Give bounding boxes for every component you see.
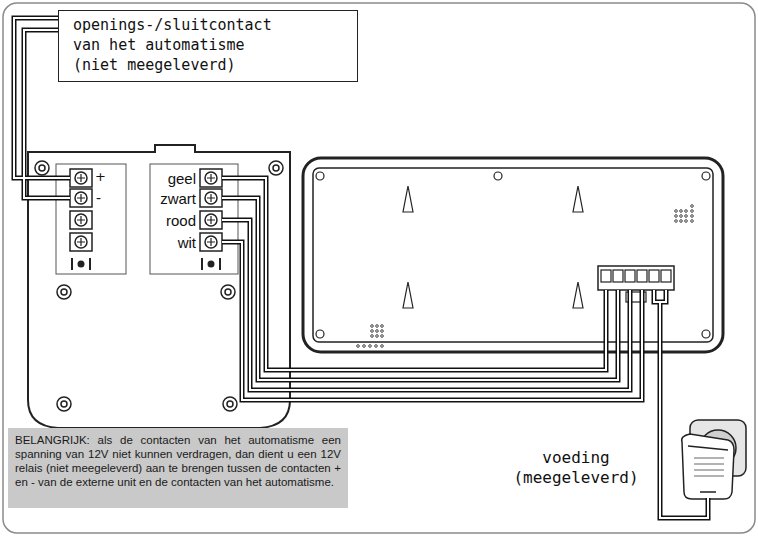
grille-dot <box>376 330 379 333</box>
terminal-sign: + <box>95 168 109 185</box>
grille-dot <box>381 335 384 338</box>
grille-dot <box>357 345 360 348</box>
wire-outline <box>14 18 708 518</box>
wire-color: rood <box>146 211 196 230</box>
grille-dot <box>371 335 374 338</box>
grille-dot <box>685 215 688 218</box>
grille-dot <box>375 345 378 348</box>
warning-note-text: BELANGRIJK: als de contacten van het aut… <box>15 433 341 489</box>
grille-dot <box>685 210 688 213</box>
grille-dot <box>675 220 678 223</box>
grille-dot <box>691 210 694 213</box>
contact-box: openings-/sluitcontact van het automatis… <box>58 10 358 82</box>
grille-dot <box>381 330 384 333</box>
wire-core <box>14 18 708 518</box>
grille-dot <box>371 330 374 333</box>
grille-dot <box>680 220 683 223</box>
grille-dot <box>691 220 694 223</box>
grille-dot <box>369 345 372 348</box>
outer-frame <box>3 3 755 533</box>
grille-dot <box>680 215 683 218</box>
grille-dot <box>376 325 379 328</box>
grille-dot <box>675 210 678 213</box>
wire-color: geel <box>146 169 196 188</box>
grille-dot <box>691 215 694 218</box>
wire-color: zwart <box>146 189 196 208</box>
power-adapter <box>682 420 746 499</box>
grille-dot <box>376 335 379 338</box>
grille-dot <box>381 325 384 328</box>
contact-box-text: openings-/sluitcontact van het automatis… <box>73 15 285 75</box>
terminal-sign: - <box>96 189 110 207</box>
grille-dot <box>691 205 694 208</box>
grille-dot <box>675 215 678 218</box>
grille-dot <box>363 345 366 348</box>
grille-dot <box>685 220 688 223</box>
warning-note: BELANGRIJK: als de contacten van het aut… <box>8 428 348 508</box>
grille-dot <box>680 210 683 213</box>
power-label: voeding (meegeleverd) <box>500 448 652 488</box>
wire-color: wit <box>146 233 196 252</box>
grille-dot <box>381 345 384 348</box>
grille-dot <box>371 325 374 328</box>
